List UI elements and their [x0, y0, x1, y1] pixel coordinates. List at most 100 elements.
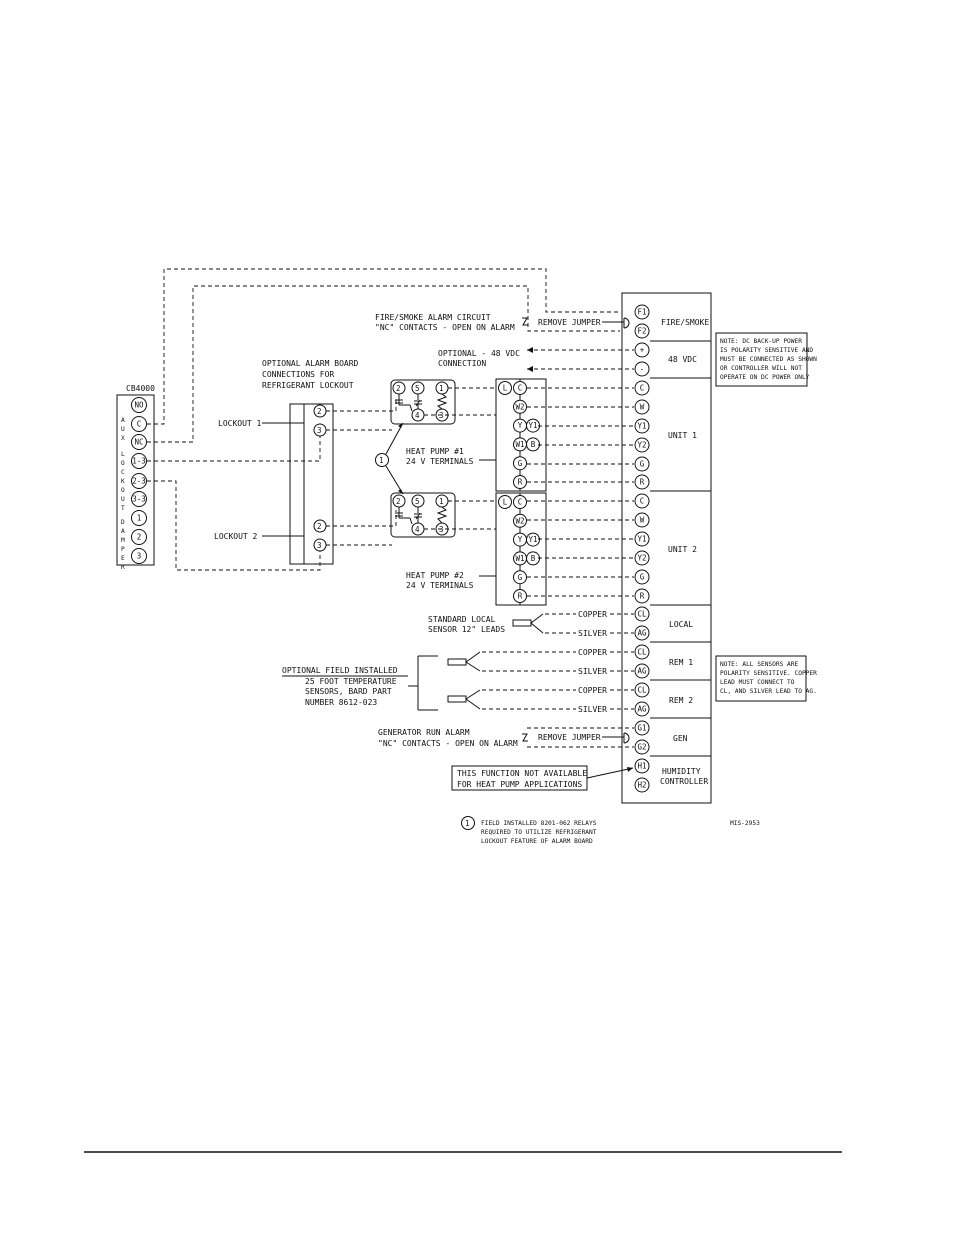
controller-terminal: CL — [634, 682, 650, 698]
controller-terminal: Y1 — [634, 531, 650, 547]
svg-text:U: U — [121, 496, 125, 503]
svg-text:POLARITY SENSITIVE. COPPER: POLARITY SENSITIVE. COPPER — [720, 670, 817, 677]
svg-text:IS POLARITY SENSITIVE AND: IS POLARITY SENSITIVE AND — [720, 347, 813, 354]
svg-text:Y1: Y1 — [637, 422, 646, 431]
svg-text:B: B — [531, 440, 536, 449]
svg-text:3: 3 — [137, 552, 142, 561]
svg-text:C: C — [518, 498, 523, 507]
hp-terminal-L: L — [498, 495, 512, 509]
controller-terminal: CL — [634, 606, 650, 622]
controller-terminal: Y2 — [634, 437, 650, 453]
svg-text:AG: AG — [637, 705, 647, 714]
svg-text:"NC" CONTACTS - OPEN ON ALARM: "NC" CONTACTS - OPEN ON ALARM — [375, 323, 515, 332]
controller-terminals: F1F2+-CWY1Y2GRCWY1Y2GRCLAGCLAGCLAGG1G2H1… — [634, 304, 650, 793]
controller-terminal: F1 — [634, 304, 650, 320]
hp-terminal-C: C — [513, 381, 527, 395]
controller-terminal: C — [634, 380, 650, 396]
wire-lockout1-relay — [326, 397, 397, 412]
controller-terminal: AG — [634, 701, 650, 717]
svg-text:24 V TERMINALS: 24 V TERMINALS — [406, 581, 474, 590]
svg-text:H2: H2 — [637, 781, 646, 790]
relay-1: 2 5 1 4 3 — [390, 379, 456, 425]
svg-text:L: L — [503, 384, 508, 393]
svg-text:R: R — [640, 592, 645, 601]
svg-text:2: 2 — [396, 384, 401, 393]
svg-text:OPTIONAL FIELD INSTALLED: OPTIONAL FIELD INSTALLED — [282, 666, 398, 675]
svg-text:F1: F1 — [637, 308, 646, 317]
svg-text:L: L — [503, 498, 508, 507]
dc-power-note: NOTE: DC BACK-UP POWER IS POLARITY SENSI… — [715, 332, 817, 387]
svg-text:C: C — [640, 497, 645, 506]
svg-text:3: 3 — [439, 411, 444, 420]
svg-text:M: M — [121, 537, 125, 544]
drawing-number: MIS-2953 — [730, 820, 760, 827]
hp-terminal-R: R — [513, 475, 527, 489]
svg-text:AG: AG — [637, 667, 647, 676]
svg-text:OPTIONAL ALARM BOARD: OPTIONAL ALARM BOARD — [262, 359, 359, 368]
svg-text:HEAT PUMP #2: HEAT PUMP #2 — [406, 571, 464, 580]
svg-text:SILVER: SILVER — [578, 629, 607, 638]
field-sensors-label: OPTIONAL FIELD INSTALLED 25 FOOT TEMPERA… — [282, 655, 438, 711]
svg-text:F2: F2 — [637, 327, 646, 336]
svg-text:O: O — [121, 487, 125, 494]
svg-text:R: R — [518, 478, 523, 487]
controller-dividers — [650, 340, 711, 757]
svg-text:HEAT PUMP #1: HEAT PUMP #1 — [406, 447, 464, 456]
controller-terminal: H1 — [634, 758, 650, 774]
svg-text:GEN: GEN — [673, 734, 688, 743]
svg-text:COPPER: COPPER — [578, 610, 607, 619]
svg-text:W1: W1 — [515, 554, 524, 563]
hp-terminal-Y1: Y1 — [526, 418, 540, 433]
hp-terminal-L: L — [498, 381, 512, 395]
hp-terminal-Y1: Y1 — [526, 532, 540, 547]
svg-text:C: C — [640, 384, 645, 393]
svg-text:"NC" CONTACTS - OPEN ON ALARM: "NC" CONTACTS - OPEN ON ALARM — [378, 739, 518, 748]
lockout-terminals: 2 3 2 3 — [313, 404, 327, 552]
cb4000-terminal: 2-3 — [131, 473, 147, 489]
svg-text:G: G — [640, 460, 645, 469]
svg-text:-: - — [640, 365, 645, 374]
svg-text:SILVER: SILVER — [578, 705, 607, 714]
lockout-2-label: LOCKOUT 2 — [214, 532, 258, 541]
svg-text:G1: G1 — [637, 724, 646, 733]
svg-text:4: 4 — [415, 525, 420, 534]
svg-text:2: 2 — [137, 533, 142, 542]
svg-text:3: 3 — [317, 426, 322, 435]
svg-text:STANDARD LOCAL: STANDARD LOCAL — [428, 615, 496, 624]
svg-text:Y: Y — [518, 421, 523, 430]
hp-terminal-G: G — [513, 456, 527, 471]
svg-text:A: A — [121, 528, 125, 535]
cb4000-title: CB4000 — [126, 384, 155, 393]
svg-text:X: X — [121, 435, 125, 442]
svg-text:REQUIRED TO UTILIZE REFRIGERAN: REQUIRED TO UTILIZE REFRIGERANT — [481, 829, 597, 836]
svg-text:1: 1 — [137, 514, 142, 523]
svg-text:1: 1 — [439, 384, 444, 393]
svg-text:W2: W2 — [515, 402, 524, 411]
heat-pump-1-strip — [495, 378, 547, 492]
cb4000-vertical-label: A U X L O C K O U T D A M P E R — [121, 417, 125, 571]
svg-text:25 FOOT TEMPERATURE: 25 FOOT TEMPERATURE — [305, 677, 397, 686]
hp-terminal-B: B — [526, 551, 540, 566]
svg-text:5: 5 — [415, 384, 420, 393]
hp-terminal-Y: Y — [513, 418, 527, 433]
svg-text:UNIT 2: UNIT 2 — [668, 545, 697, 554]
controller-box — [621, 292, 712, 804]
svg-text:REM 2: REM 2 — [669, 696, 693, 705]
wire-lockout2-relay — [326, 510, 397, 527]
svg-text:U: U — [121, 426, 125, 433]
svg-text:FIELD INSTALLED 8201-062 RELAY: FIELD INSTALLED 8201-062 RELAYS — [481, 820, 597, 827]
lockout-module — [289, 403, 334, 565]
svg-text:L: L — [121, 451, 125, 458]
svg-text:AG: AG — [637, 629, 647, 638]
svg-text:1: 1 — [465, 819, 470, 828]
svg-text:Y1: Y1 — [528, 535, 537, 544]
svg-text:Y: Y — [518, 535, 523, 544]
svg-text:NOTE: DC BACK-UP POWER: NOTE: DC BACK-UP POWER — [720, 338, 802, 345]
svg-text:C: C — [137, 420, 142, 429]
svg-text:R: R — [121, 564, 125, 571]
svg-text:1: 1 — [379, 456, 384, 465]
generator-jumper: REMOVE JUMPER — [522, 727, 634, 748]
